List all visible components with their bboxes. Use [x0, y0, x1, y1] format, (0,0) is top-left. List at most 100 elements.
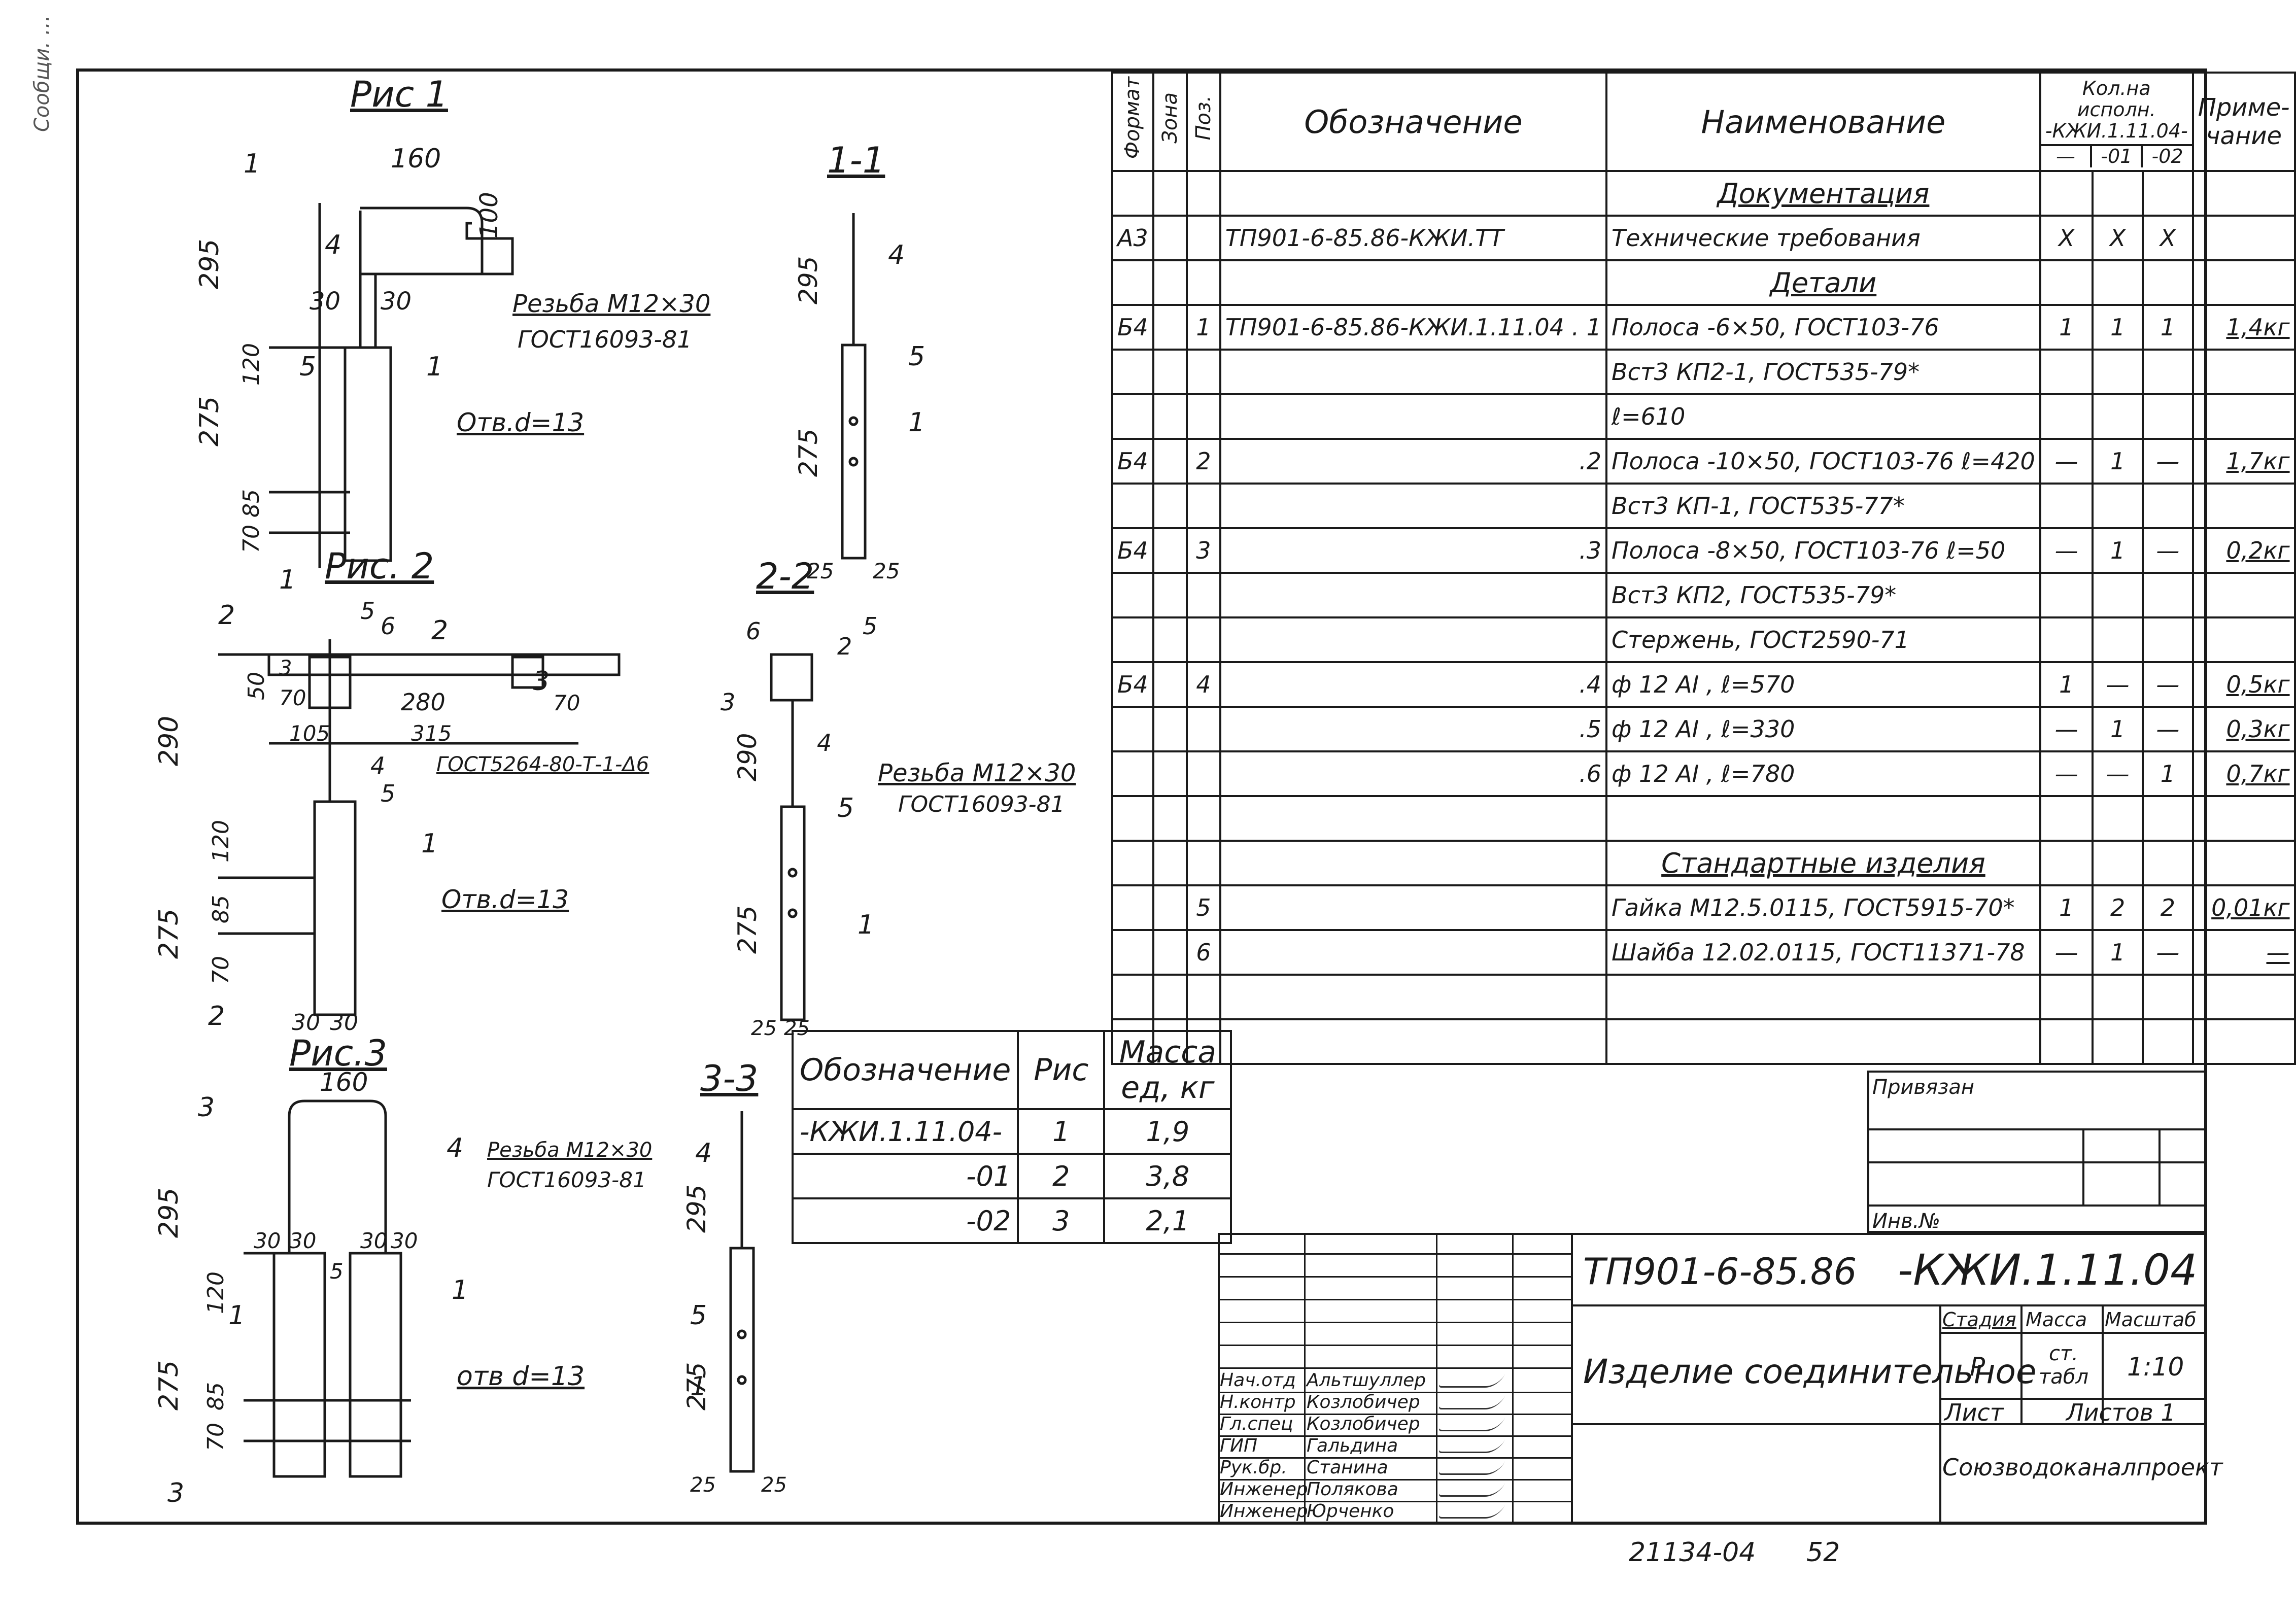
- fig1-mark-1b: 1: [426, 352, 443, 382]
- spec-cell-q1: 1: [2092, 706, 2144, 752]
- mass-cell: -02: [791, 1197, 1019, 1244]
- sec3-title: 3-3: [700, 1058, 758, 1099]
- spec-cell-q2: —: [2142, 527, 2194, 574]
- spec-cell-q2: [2142, 483, 2194, 529]
- spec-cell-des: [1219, 170, 1608, 217]
- spec-cell-q2: 1: [2142, 304, 2194, 351]
- fig2-mark-3b: 3: [533, 666, 550, 697]
- inventory-label: Инв.№: [1872, 1210, 1940, 1233]
- spec-cell-q1: 1: [2092, 304, 2144, 351]
- table-row: [1111, 1018, 2296, 1065]
- mass-header: Масса: [2026, 1309, 2087, 1331]
- table-row: [1111, 974, 2296, 1020]
- mass-cell: 1,9: [1103, 1108, 1232, 1155]
- sec3-dim-295: 295: [682, 1185, 711, 1233]
- fig3-mark-3a: 3: [198, 1092, 215, 1123]
- spec-cell-q1: 1: [2092, 438, 2144, 485]
- fig3-thread: Резьба М12×30: [487, 1139, 652, 1162]
- spec-cell-zone: [1152, 527, 1188, 574]
- spec-cell-q2: —: [2142, 661, 2194, 708]
- spec-cell-note: 0,2кг: [2191, 527, 2296, 574]
- spec-cell-q1: [2092, 795, 2144, 842]
- fig3-title: Рис.3: [289, 1032, 387, 1074]
- sec3-mark-5: 5: [690, 1300, 707, 1331]
- fig3-dim-5: 5: [330, 1259, 344, 1284]
- spec-cell-name: Полоса -8×50, ГОСТ103-76 ℓ=50: [1605, 527, 2041, 574]
- spec-cell-q0: 1: [2039, 661, 2094, 708]
- spec-cell-q1: [2092, 616, 2144, 663]
- spec-cell-name: [1605, 974, 2041, 1020]
- spec-cell-q2: [2142, 840, 2194, 886]
- spec-cell-fmt: [1111, 884, 1154, 931]
- signature-mark: [1437, 1461, 1505, 1475]
- fig3-mark-1b: 1: [452, 1275, 468, 1305]
- spec-cell-zone: [1152, 349, 1188, 395]
- spec-cell-fmt: [1111, 393, 1154, 440]
- fig3-dim-30c: 30: [360, 1228, 387, 1253]
- spec-cell-des: [1219, 795, 1608, 842]
- title-block: ТП901-6-85.86 -КЖИ.1.11.04 Изделие соеди…: [1218, 1233, 2223, 1525]
- spec-cell-note: [2191, 215, 2296, 261]
- grid-line: [1218, 1322, 1573, 1323]
- fig2-dim-70b: 70: [553, 691, 580, 715]
- signature-mark: [1437, 1439, 1505, 1453]
- spec-cell-zone: [1152, 215, 1188, 261]
- fig2-mark-2b: 2: [431, 615, 448, 646]
- spec-cell-pos: [1185, 393, 1221, 440]
- spec-cell-note: [2191, 170, 2296, 217]
- grid-line: [1436, 1233, 1437, 1525]
- spec-cell-fmt: [1111, 349, 1154, 395]
- fig1-title: Рис 1: [350, 74, 448, 115]
- sheet-label: Лист: [1944, 1399, 2004, 1426]
- spec-cell-zone: [1152, 572, 1188, 618]
- fig1-dim-width: 160: [391, 144, 441, 174]
- spec-cell-q1: 1: [2092, 929, 2144, 976]
- spec-cell-q2: —: [2142, 438, 2194, 485]
- spec-cell-zone: [1152, 393, 1188, 440]
- col-name: Наименование: [1605, 72, 2041, 172]
- binding-block: Привязан Инв.№: [1867, 1071, 2207, 1233]
- spec-cell-q2: 1: [2142, 750, 2194, 797]
- spec-cell-q0: [2039, 349, 2094, 395]
- signature-name: Козлобичер: [1307, 1392, 1420, 1413]
- spec-cell-pos: [1185, 170, 1221, 217]
- spec-cell-q0: [2039, 572, 2094, 618]
- spec-cell-pos: 3: [1185, 527, 1221, 574]
- sec2-dim-25a: 25: [751, 1017, 777, 1040]
- spec-cell-q1: 2: [2092, 884, 2144, 931]
- sec3-mark-4: 4: [695, 1138, 712, 1168]
- organization: Союзводоканалпроект: [1942, 1454, 2223, 1481]
- spec-cell-zone: [1152, 840, 1188, 886]
- col-qty-02: -02: [2151, 145, 2183, 167]
- spec-cell-fmt: [1111, 706, 1154, 752]
- fig1-thread-std: ГОСТ16093-81: [518, 326, 692, 353]
- spec-cell-pos: [1185, 840, 1221, 886]
- fig3-dim-70: 70: [203, 1423, 229, 1451]
- spec-cell-pos: [1185, 259, 1221, 306]
- signature-name: Козлобичер: [1307, 1414, 1420, 1434]
- table-row: -01 2 3,8: [791, 1153, 1232, 1199]
- fig2-weld-std: ГОСТ5264-80-Т-1-Δ6: [436, 753, 649, 776]
- spec-cell-zone: [1152, 304, 1188, 351]
- fig1-dim-275: 275: [194, 396, 225, 446]
- spec-cell-fmt: [1111, 572, 1154, 618]
- side-annotation: Сообщи. …: [30, 15, 54, 132]
- spec-cell-pos: [1185, 349, 1221, 395]
- spec-cell-pos: [1185, 795, 1221, 842]
- spec-cell-q0: [2039, 616, 2094, 663]
- spec-cell-note: 0,3кг: [2191, 706, 2296, 752]
- sec3-dim-25b: 25: [761, 1473, 787, 1497]
- spec-cell-q1: —: [2092, 750, 2144, 797]
- spec-cell-note: [2191, 974, 2296, 1020]
- fig2-dim-70a: 70: [279, 685, 306, 710]
- spec-cell-pos: [1185, 706, 1221, 752]
- spec-cell-name: Вст3 КП-1, ГОСТ535-77*: [1605, 483, 2041, 529]
- spec-cell-des: [1219, 349, 1608, 395]
- scale-value: 1:10: [2127, 1352, 2184, 1382]
- grid-line: [1218, 1345, 1573, 1346]
- signature-name: Станина: [1307, 1457, 1388, 1478]
- spec-cell-zone: [1152, 438, 1188, 485]
